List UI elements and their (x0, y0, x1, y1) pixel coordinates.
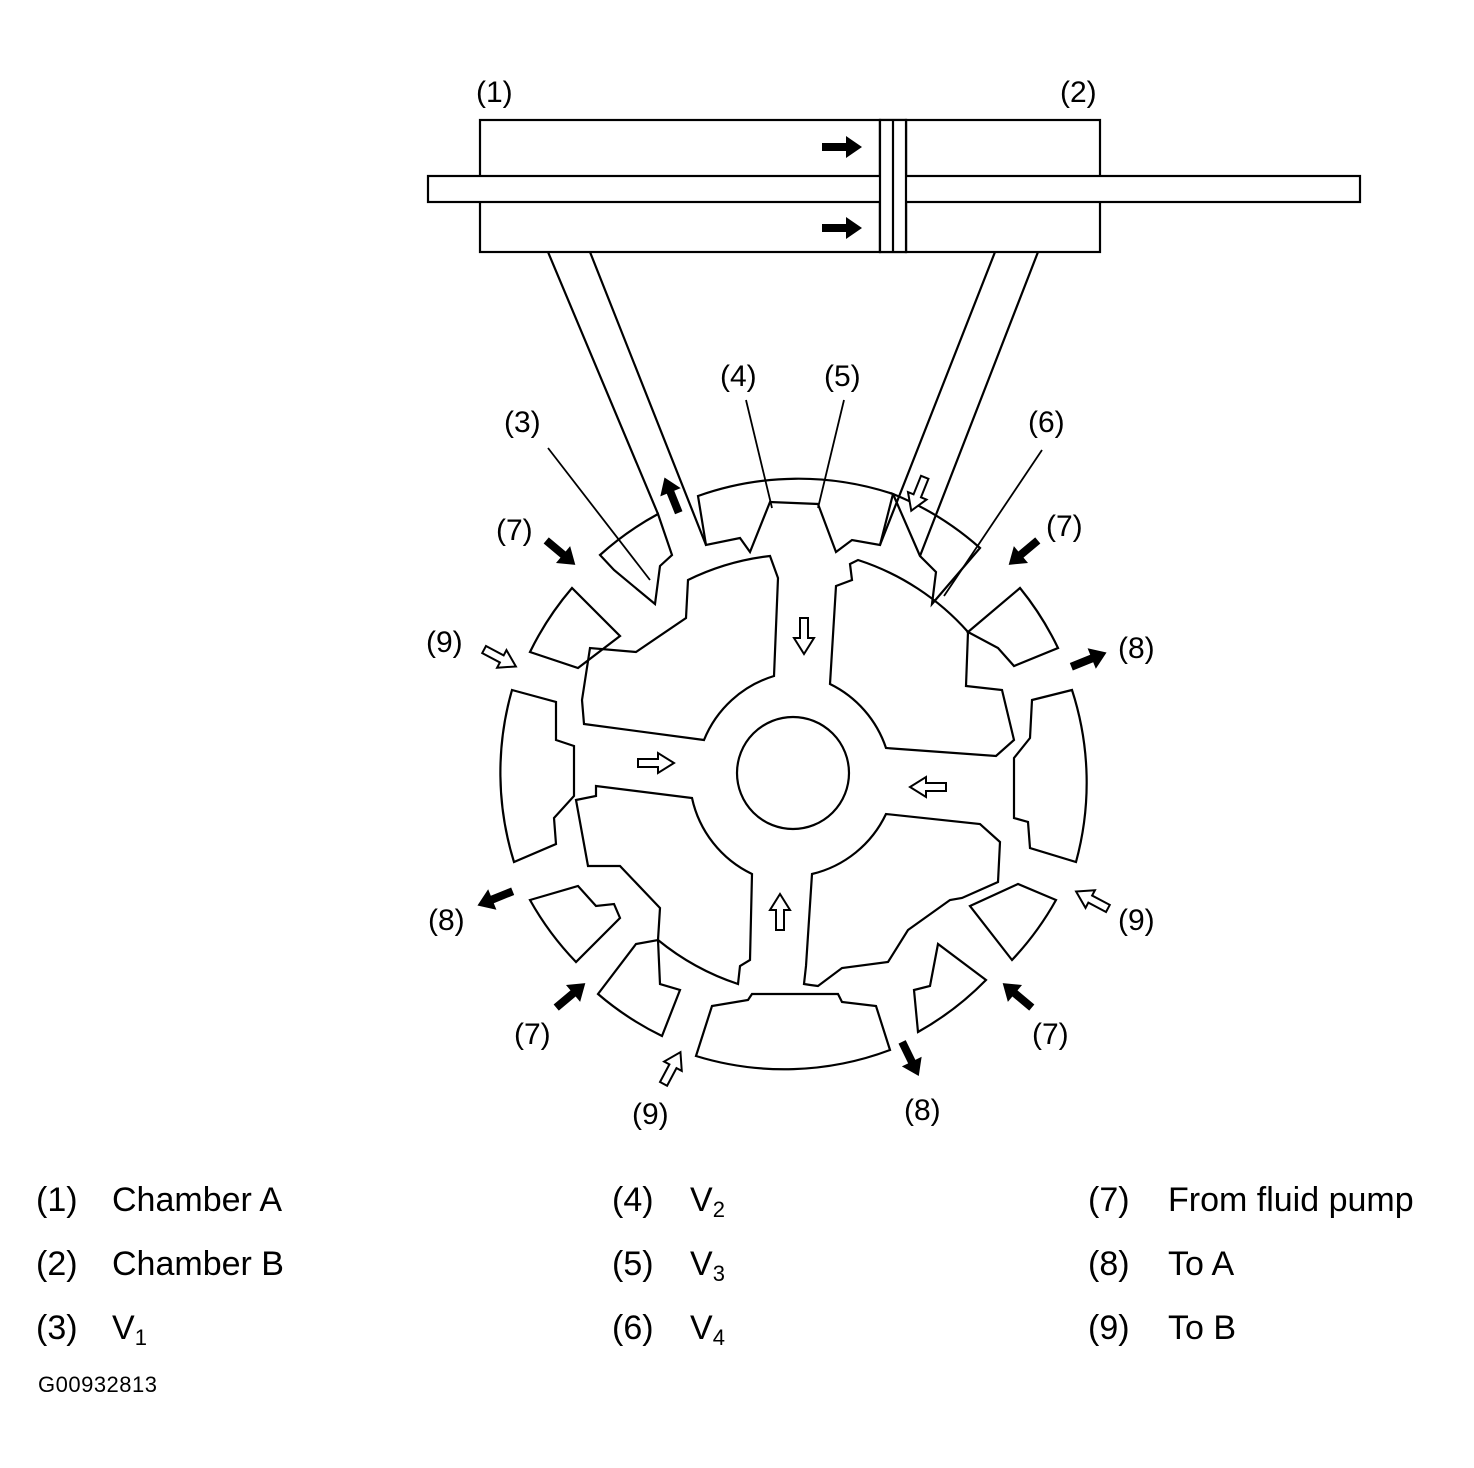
legend-number: (5) (612, 1245, 654, 1283)
center-bore (735, 715, 851, 831)
callout-7: (7) (496, 514, 533, 547)
callout-1: (1) (476, 76, 513, 109)
callout-9: (9) (1118, 904, 1155, 937)
legend-number: (3) (36, 1309, 78, 1347)
legend-label: Chamber B (112, 1245, 284, 1283)
callout-8: (8) (1118, 632, 1155, 665)
callout-9: (9) (426, 626, 463, 659)
legend-label: To B (1168, 1309, 1237, 1347)
arrow-right-icon (822, 217, 862, 239)
valve-sleeve (499, 477, 1088, 1071)
line-to-chamber-b (878, 251, 1040, 557)
legend-label: V3 (690, 1245, 725, 1286)
legend-number: (6) (612, 1309, 654, 1347)
callout-9: (9) (632, 1098, 669, 1131)
legend-number: (9) (1088, 1309, 1130, 1347)
legend-label: V1 (112, 1309, 147, 1350)
legend-label: Chamber A (112, 1181, 283, 1219)
callout-3: (3) (504, 406, 541, 439)
callout-5: (5) (824, 360, 861, 393)
leader-lines (547, 399, 1043, 597)
rotor (574, 554, 1016, 988)
legend-label: From fluid pump (1168, 1181, 1414, 1219)
callout-6: (6) (1028, 406, 1065, 439)
callout-8: (8) (428, 904, 465, 937)
callout-8: (8) (904, 1094, 941, 1127)
callouts: (1) (2) (3) (4) (5) (6) (7) (7) (7) (7) … (426, 76, 1155, 1131)
hollow-arrows (480, 474, 1112, 1088)
callout-7: (7) (1032, 1018, 1069, 1051)
legend-label: V2 (690, 1181, 725, 1222)
line-to-chamber-a (546, 251, 708, 546)
solid-arrows (477, 136, 1107, 1076)
legend-number: (2) (36, 1245, 78, 1283)
legend-number: (8) (1088, 1245, 1130, 1283)
figure-code: G00932813 (38, 1372, 158, 1397)
callout-4: (4) (720, 360, 757, 393)
legend-number: (7) (1088, 1181, 1130, 1219)
legend-number: (1) (36, 1181, 78, 1219)
callout-2: (2) (1060, 76, 1097, 109)
legend-number: (4) (612, 1181, 654, 1219)
valve-diagram: (1) (2) (3) (4) (5) (6) (7) (7) (7) (7) … (426, 76, 1362, 1131)
legend-label: To A (1168, 1245, 1235, 1283)
legend-label: V4 (690, 1309, 725, 1350)
callout-7: (7) (514, 1018, 551, 1051)
callout-7: (7) (1046, 510, 1083, 543)
arrow-right-icon (822, 136, 862, 158)
